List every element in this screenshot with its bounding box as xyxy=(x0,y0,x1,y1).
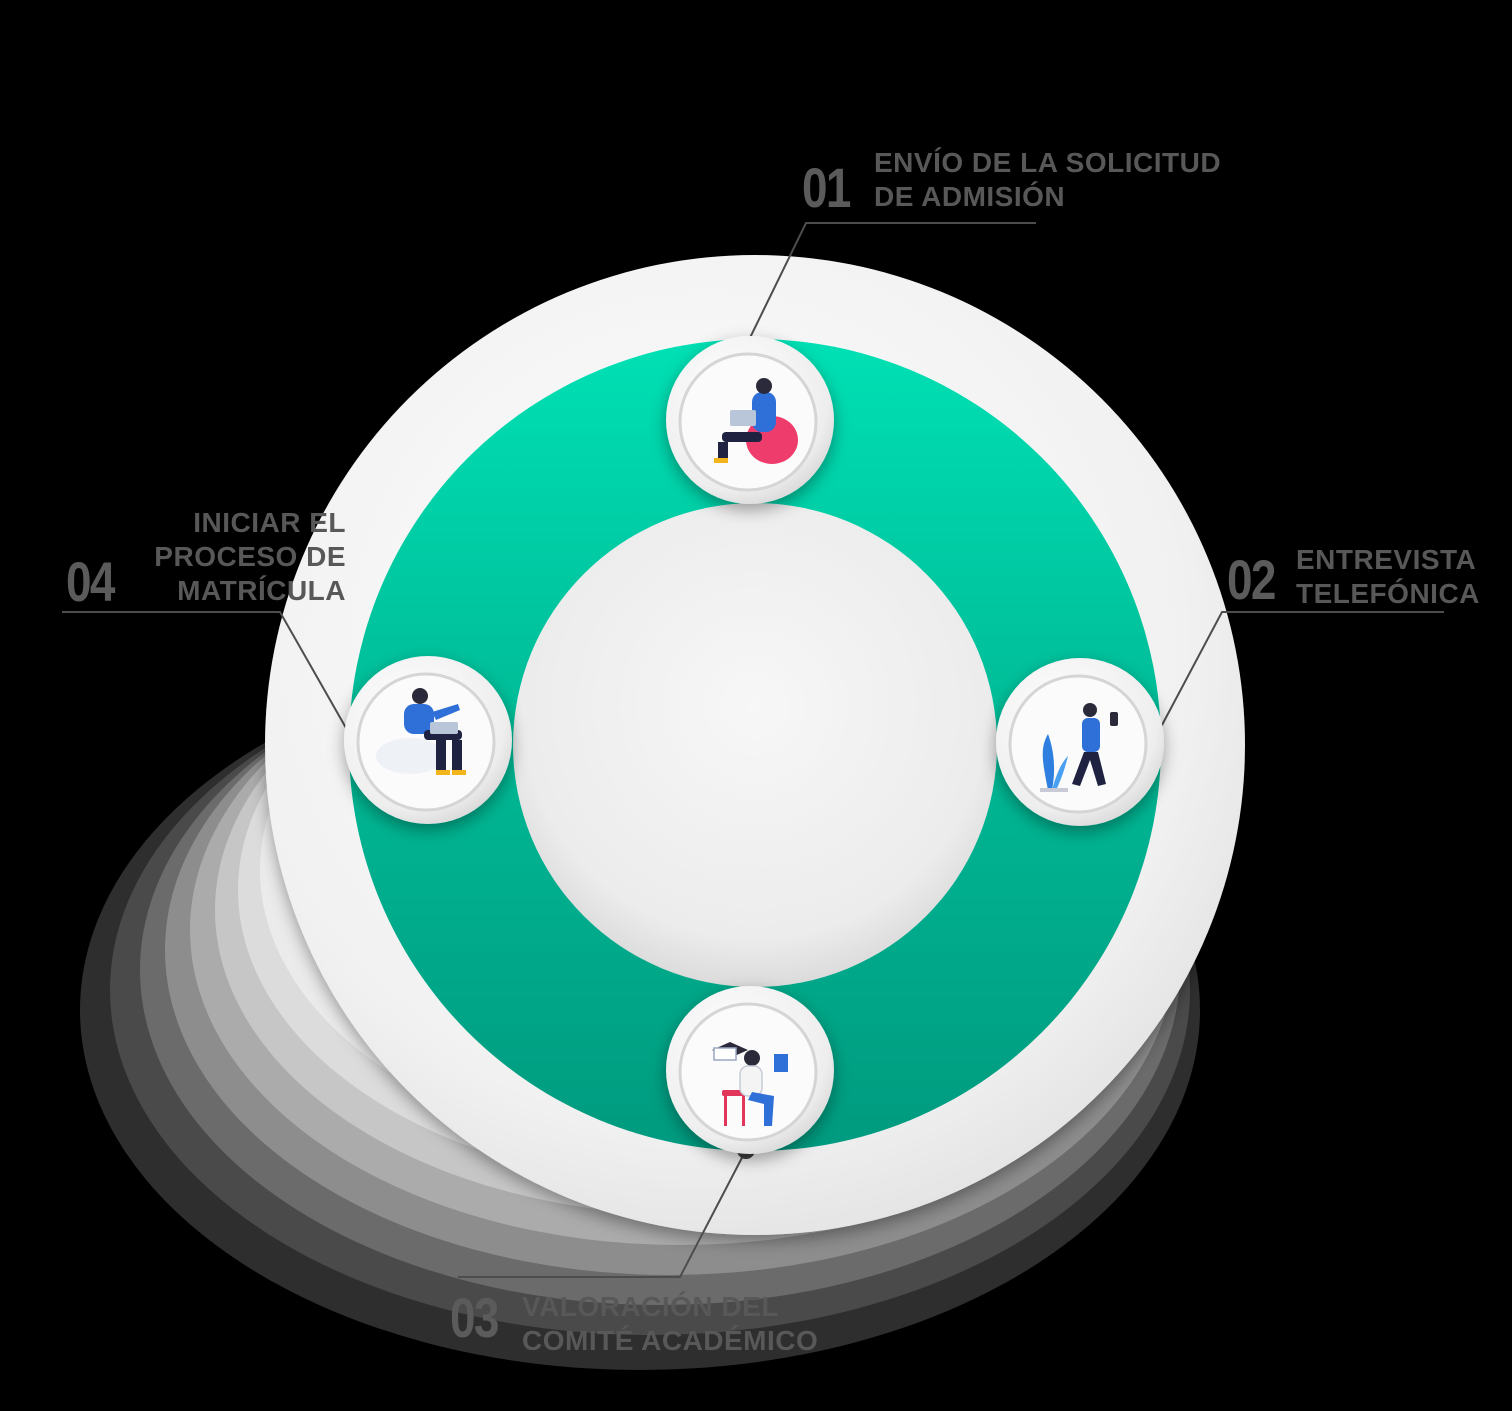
step-number-02: 02 xyxy=(1227,548,1276,611)
connector-02 xyxy=(1152,611,1444,743)
step-number-03: 03 xyxy=(450,1286,499,1349)
step-label-03-line2: COMITÉ ACADÉMICO xyxy=(522,1325,819,1356)
connector-03 xyxy=(458,1149,747,1278)
step-label-03: VALORACIÓN DEL COMITÉ ACADÉMICO xyxy=(522,1290,818,1358)
step-label-02: ENTREVISTA TELEFÓNICA xyxy=(1296,543,1480,611)
step-label-04-line2: PROCESO DE xyxy=(154,541,346,572)
step-label-04: INICIAR EL PROCESO DE MATRÍCULA xyxy=(140,506,346,608)
step-badge-03 xyxy=(666,986,834,1154)
person-sofa-laptop-icon xyxy=(376,688,466,775)
step-label-01-line1: ENVÍO DE LA SOLICITUD xyxy=(874,147,1222,178)
connector-lines xyxy=(62,222,1444,1278)
step-label-04-line1: INICIAR EL xyxy=(193,507,346,538)
step-badge-02 xyxy=(996,658,1164,826)
step-badge-01 xyxy=(666,336,834,504)
step-label-02-line2: TELEFÓNICA xyxy=(1296,578,1480,609)
step-label-01-line2: DE ADMISIÓN xyxy=(874,181,1066,212)
step-label-03-line1: VALORACIÓN DEL xyxy=(522,1291,779,1322)
inner-disc xyxy=(513,503,997,987)
person-beanbag-laptop-icon xyxy=(714,378,798,464)
step-badge-04 xyxy=(344,656,512,824)
step-label-02-line1: ENTREVISTA xyxy=(1296,544,1477,575)
person-walking-phone-icon xyxy=(1040,703,1118,792)
step-label-01: ENVÍO DE LA SOLICITUD DE ADMISIÓN xyxy=(874,146,1221,214)
graduate-chair-book-icon xyxy=(712,1042,788,1126)
step-number-04: 04 xyxy=(66,550,115,613)
connector-01 xyxy=(745,222,1036,347)
step-number-01: 01 xyxy=(802,156,851,219)
connector-04 xyxy=(62,611,355,743)
step-label-04-line3: MATRÍCULA xyxy=(177,575,346,606)
